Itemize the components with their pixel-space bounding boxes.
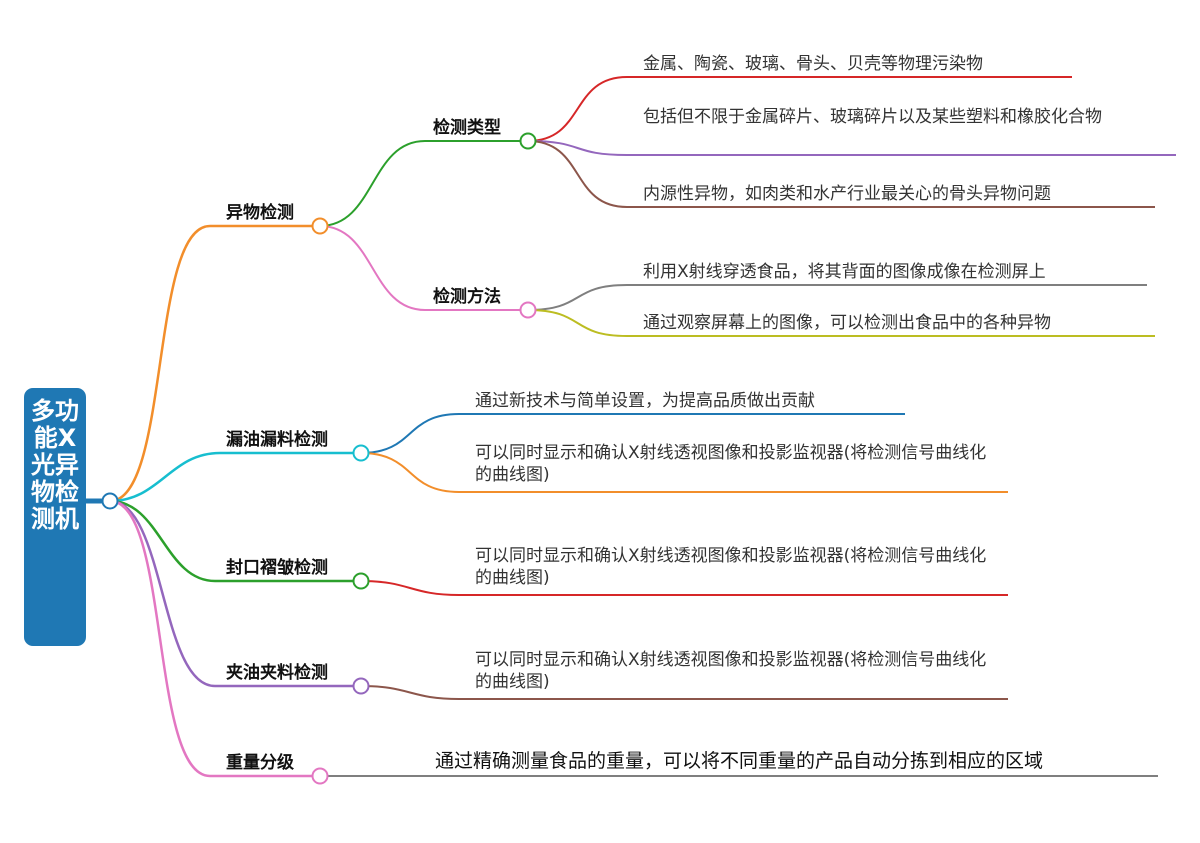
branch-fengkou-toggle-circle[interactable] bbox=[352, 572, 370, 590]
branch-label-yiwu-jiance[interactable]: 异物检测 bbox=[226, 203, 294, 223]
root-toggle-circle[interactable] bbox=[101, 492, 119, 510]
edge-root-b3 bbox=[109, 499, 361, 688]
root-node[interactable] bbox=[24, 388, 86, 646]
leaf-text: 通过新技术与简单设置，为提高品质做出贡献 bbox=[475, 391, 815, 411]
edge-b2-l0 bbox=[360, 580, 1008, 596]
leaf-text: 包括但不限于金属碎片、玻璃碎片以及某些塑料和橡胶化合物 bbox=[643, 107, 1102, 127]
edge-b0-s1 bbox=[319, 225, 528, 311]
leaf-text: 可以同时显示和确认X射线透视图像和投影监视器(将检测信号曲线化的曲线图) bbox=[475, 443, 987, 485]
edge-s0-l0 bbox=[527, 76, 1072, 142]
sub-jiance-fangfa-toggle-circle[interactable] bbox=[519, 301, 537, 319]
leaf-text: 利用X射线穿透食品，将其背面的图像成像在检测屏上 bbox=[643, 262, 1046, 282]
branch-label-louyou-louliao[interactable]: 漏油漏料检测 bbox=[226, 430, 328, 450]
edge-root-b0 bbox=[109, 224, 320, 503]
branch-label-zhongliang-fenji[interactable]: 重量分级 bbox=[226, 753, 294, 773]
leaf-text: 通过精确测量食品的重量，可以将不同重量的产品自动分拣到相应的区域 bbox=[435, 750, 1044, 772]
edge-root-b4 bbox=[109, 499, 320, 778]
leaf-text: 内源性异物，如肉类和水产行业最关心的骨头异物问题 bbox=[643, 184, 1051, 204]
sub-label-jiance-fangfa[interactable]: 检测方法 bbox=[433, 287, 501, 307]
branch-louyou-toggle-circle[interactable] bbox=[352, 444, 370, 462]
edge-b0-s0 bbox=[319, 140, 528, 227]
edge-b3-l0 bbox=[360, 685, 1008, 700]
branch-jiayou-toggle-circle[interactable] bbox=[352, 677, 370, 695]
sub-jiance-leixing-toggle-circle[interactable] bbox=[519, 132, 537, 150]
edge-s0-l1 bbox=[527, 140, 1176, 156]
leaf-text: 通过观察屏幕上的图像，可以检测出食品中的各种异物 bbox=[643, 313, 1051, 333]
edge-s1-l0 bbox=[527, 284, 1147, 311]
root-label: 多功能X光异物检测机 bbox=[31, 397, 79, 533]
edge-b1-l1 bbox=[360, 452, 1008, 493]
edge-root-b1 bbox=[109, 451, 361, 503]
leaf-text: 可以同时显示和确认X射线透视图像和投影监视器(将检测信号曲线化的曲线图) bbox=[475, 650, 987, 692]
branch-label-fengkou-zhezhou[interactable]: 封口褶皱检测 bbox=[226, 558, 328, 578]
branch-zhongliang-toggle-circle[interactable] bbox=[311, 767, 329, 785]
edge-b1-l0 bbox=[360, 413, 905, 454]
edge-s1-l1 bbox=[527, 309, 1155, 337]
sub-label-jiance-leixing[interactable]: 检测类型 bbox=[433, 118, 501, 138]
edge-s0-l2 bbox=[527, 140, 1155, 208]
branch-label-jiayou-jialiao[interactable]: 夹油夹料检测 bbox=[226, 663, 328, 683]
branch-yiwu-toggle-circle[interactable] bbox=[311, 217, 329, 235]
leaf-text: 可以同时显示和确认X射线透视图像和投影监视器(将检测信号曲线化的曲线图) bbox=[475, 546, 987, 588]
edge-root-b2 bbox=[109, 499, 361, 583]
leaf-text: 金属、陶瓷、玻璃、骨头、贝壳等物理污染物 bbox=[643, 54, 983, 74]
